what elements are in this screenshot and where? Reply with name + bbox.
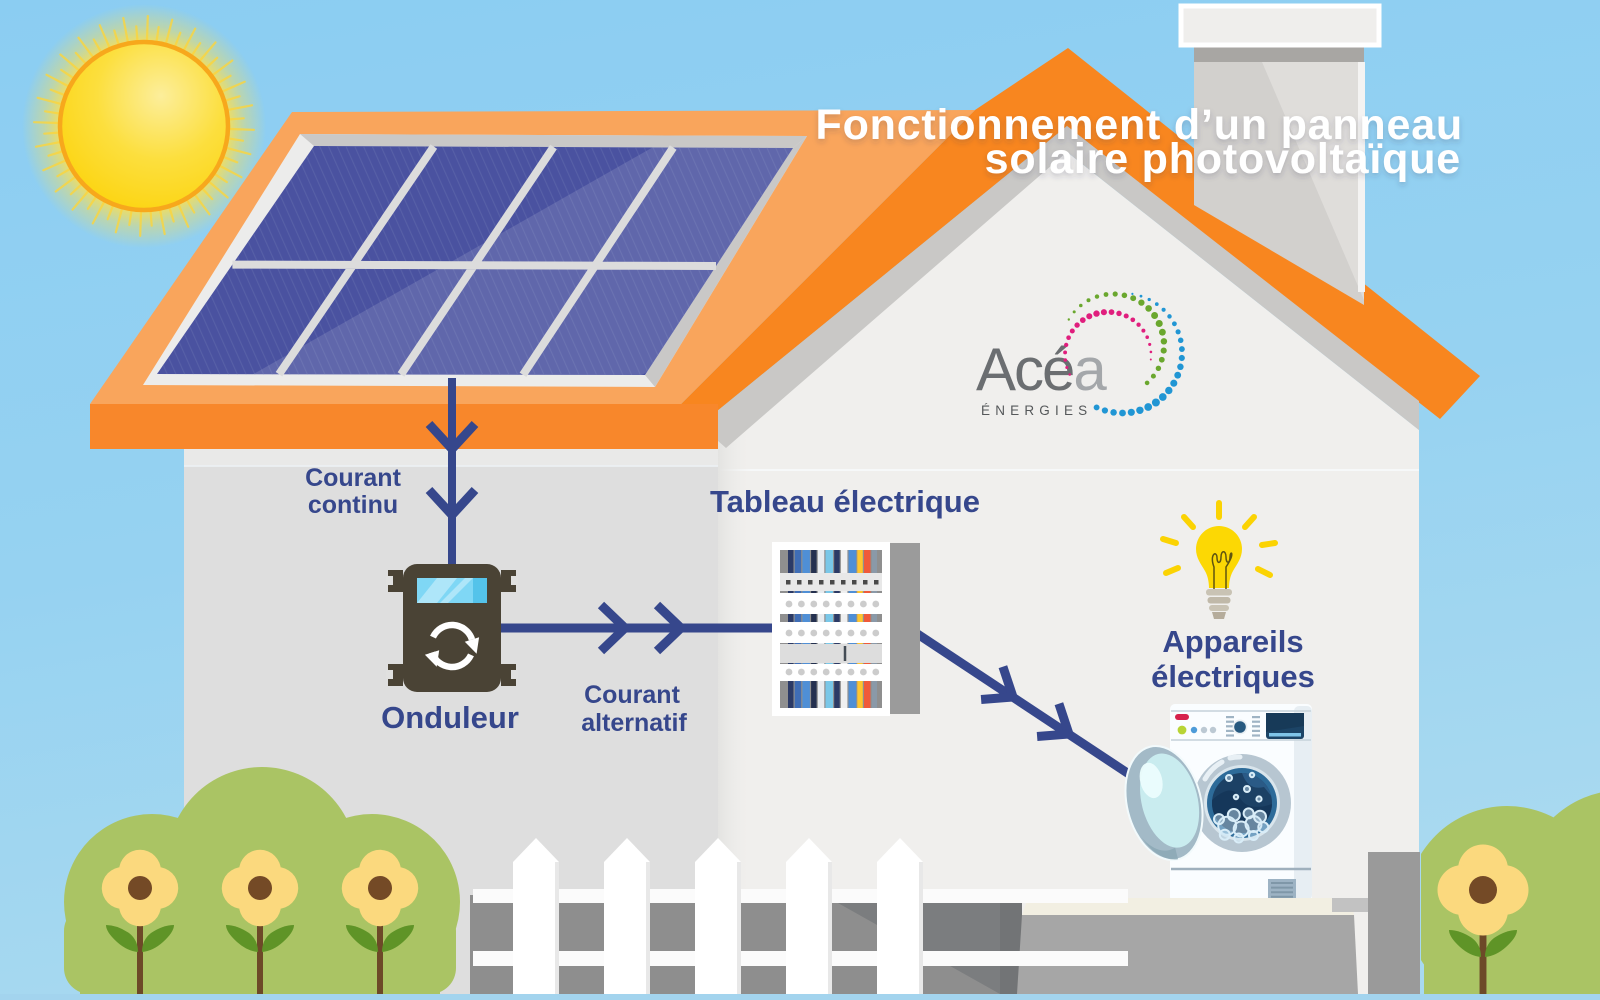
svg-text:ÉNERGIES: ÉNERGIES xyxy=(981,403,1092,418)
svg-text:continu: continu xyxy=(308,491,398,519)
svg-text:solaire photovoltaïque: solaire photovoltaïque xyxy=(985,135,1461,183)
svg-text:Courant: Courant xyxy=(305,464,402,492)
svg-text:alternatif: alternatif xyxy=(581,709,687,737)
svg-text:Appareils: Appareils xyxy=(1162,624,1303,659)
svg-text:Courant: Courant xyxy=(584,681,681,709)
svg-text:Onduleur: Onduleur xyxy=(381,700,519,735)
svg-text:Fonctionnement d’un panneau: Fonctionnement d’un panneau xyxy=(816,101,1463,149)
svg-text:électriques: électriques xyxy=(1151,659,1315,694)
svg-text:Tableau électrique: Tableau électrique xyxy=(710,484,980,519)
svg-text:Acéa: Acéa xyxy=(976,336,1107,403)
